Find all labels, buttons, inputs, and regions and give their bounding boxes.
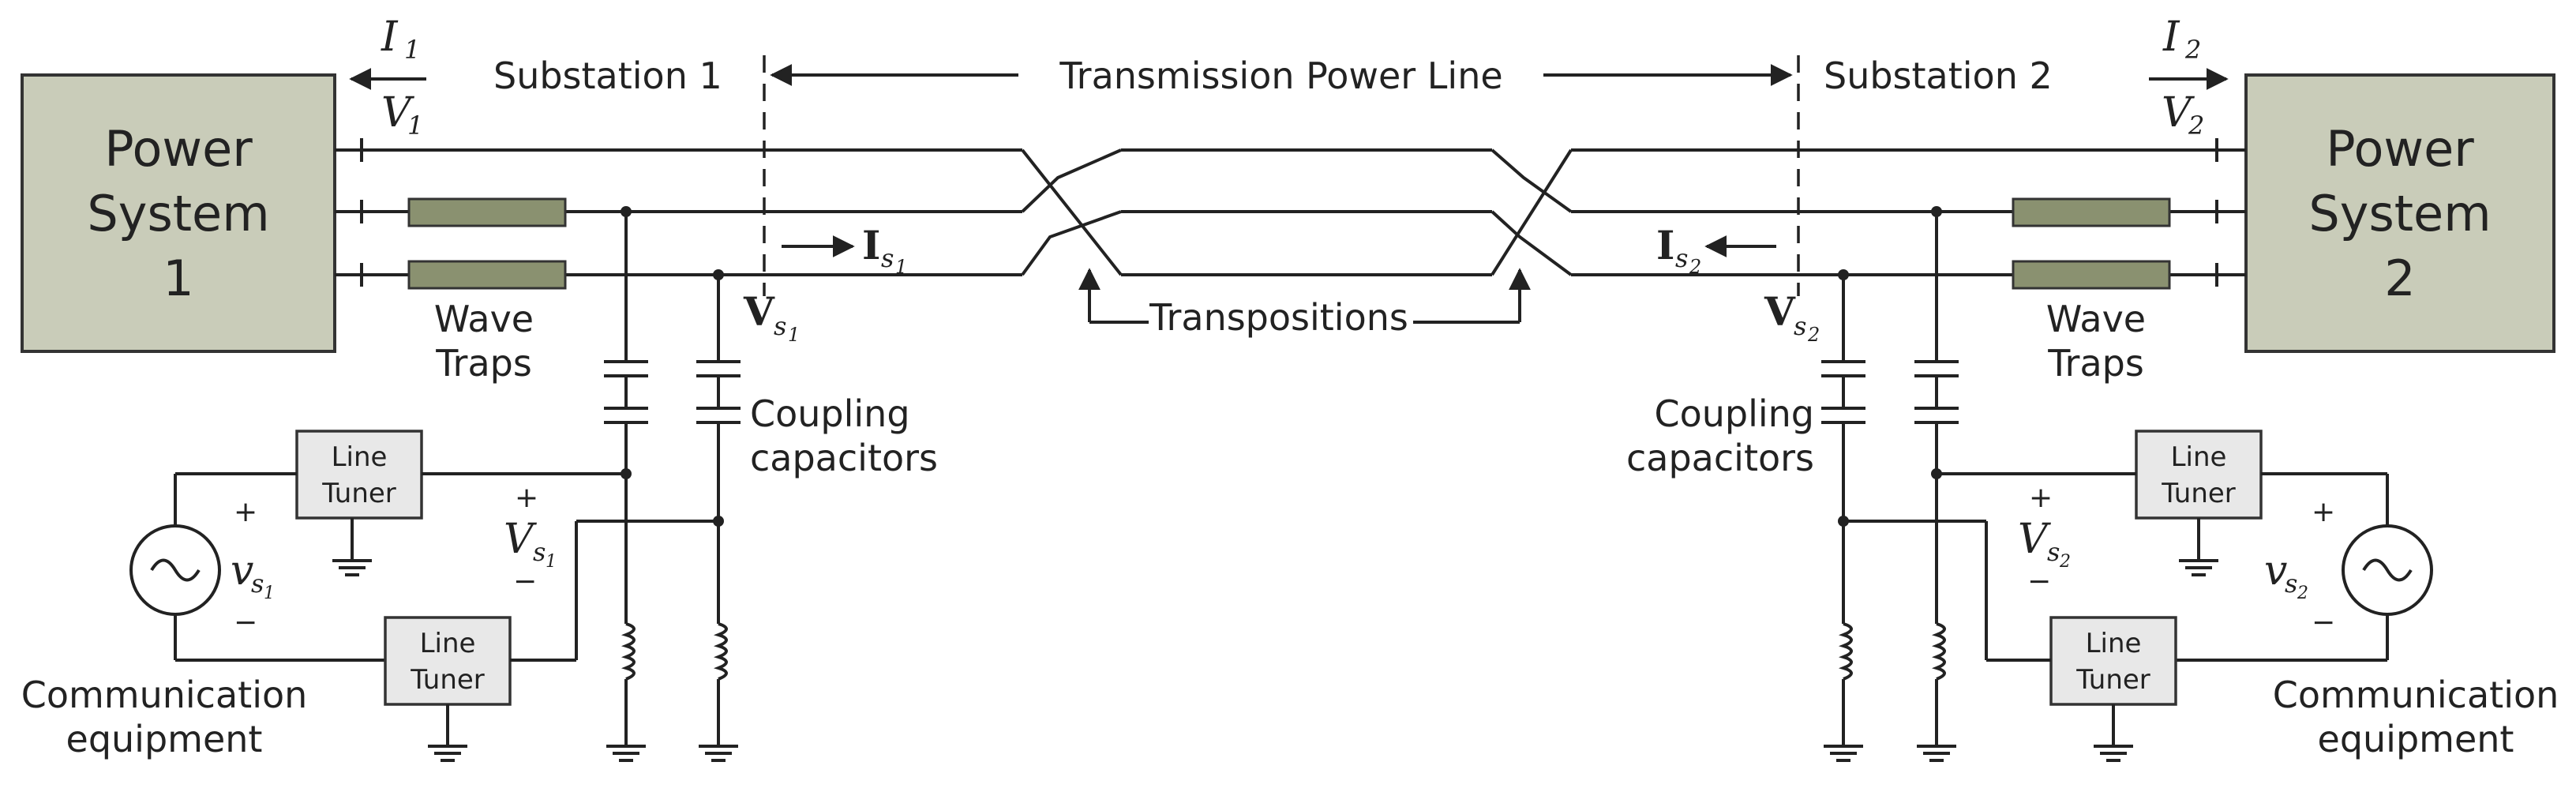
svg-text:v: v <box>231 547 253 595</box>
svg-text:1: 1 <box>788 324 800 346</box>
svg-text:V: V <box>1764 288 1796 335</box>
svg-text:Tuner: Tuner <box>2075 664 2150 696</box>
svg-text:s: s <box>251 569 264 599</box>
svg-text:capacitors: capacitors <box>750 437 938 479</box>
svg-text:s: s <box>2285 569 2297 599</box>
svg-text:−: − <box>234 606 257 639</box>
svg-text:I: I <box>381 13 399 61</box>
substation-2-label: Substation 2 <box>1824 54 2053 97</box>
svg-text:Communication: Communication <box>21 674 308 716</box>
svg-text:1: 1 <box>895 256 907 278</box>
svg-text:1: 1 <box>546 552 557 572</box>
svg-text:Wave: Wave <box>434 298 534 340</box>
svg-text:s: s <box>1675 243 1688 273</box>
svg-text:V: V <box>381 89 414 137</box>
svg-text:+: + <box>515 482 538 514</box>
svg-text:Line: Line <box>2171 441 2227 473</box>
svg-text:Communication: Communication <box>2273 674 2559 716</box>
svg-text:V: V <box>2162 89 2195 137</box>
svg-text:I: I <box>862 222 880 268</box>
coupling-network-left: Coupling capacitors <box>604 206 938 762</box>
svg-text:s: s <box>1794 311 1806 341</box>
current-voltage-1: I 1 V 1 <box>349 13 426 141</box>
communication-circuit-right: + − v s 2 + V s 2 − <box>1843 430 2433 762</box>
svg-text:Tuner: Tuner <box>2161 478 2236 509</box>
svg-text:Tuner: Tuner <box>410 664 485 696</box>
svg-text:s: s <box>533 537 546 567</box>
svg-text:s: s <box>774 311 786 341</box>
power-system-1-box: Power System 1 <box>21 73 336 353</box>
svg-text:Line: Line <box>2086 628 2142 659</box>
svg-text:−: − <box>513 565 537 598</box>
line-tuner-left-top: Line Tuner <box>321 441 396 509</box>
svg-text:equipment: equipment <box>66 718 263 760</box>
svg-text:Line: Line <box>420 628 476 659</box>
svg-text:V: V <box>743 288 775 335</box>
svg-text:Tuner: Tuner <box>321 478 396 509</box>
svg-text:Line: Line <box>332 441 388 473</box>
line-tuner-right-bottom: Line Tuner <box>2075 628 2150 696</box>
svg-text:2: 2 <box>2059 552 2071 572</box>
wave-traps-right: Wave Traps <box>2012 197 2171 385</box>
svg-text:Coupling: Coupling <box>750 392 910 435</box>
svg-text:V: V <box>2018 516 2051 563</box>
svg-text:2: 2 <box>1689 256 1701 278</box>
communication-circuit-left: + − v s 1 + V s 1 − <box>129 430 718 762</box>
transmission-conductors <box>335 138 2246 287</box>
svg-text:2: 2 <box>2297 584 2308 603</box>
svg-text:s: s <box>881 243 894 273</box>
svg-text:V: V <box>504 516 537 563</box>
transmission-line-label: Transmission Power Line <box>770 54 1793 97</box>
svg-text:v: v <box>2264 547 2287 595</box>
svg-text:−: − <box>2312 606 2335 639</box>
svg-text:Transmission Power Line: Transmission Power Line <box>1059 54 1502 97</box>
svg-text:+: + <box>2312 496 2335 528</box>
svg-text:2: 2 <box>2188 111 2204 141</box>
communication-equipment-left-label: Communication equipment <box>21 674 308 760</box>
svg-text:Power: Power <box>2326 120 2474 178</box>
svg-text:Transpositions: Transpositions <box>1149 296 1408 339</box>
svg-text:I: I <box>1656 222 1674 268</box>
substation-1-label: Substation 1 <box>493 54 722 97</box>
svg-text:1: 1 <box>163 250 193 307</box>
svg-text:capacitors: capacitors <box>1626 437 1814 479</box>
power-system-2-box: Power System 2 <box>2244 73 2555 353</box>
svg-text:I: I <box>2162 13 2180 61</box>
wave-traps-left: Wave Traps <box>407 197 567 385</box>
svg-text:+: + <box>2029 482 2053 514</box>
svg-text:equipment: equipment <box>2318 718 2514 760</box>
svg-text:2: 2 <box>2184 35 2201 65</box>
svg-text:Coupling: Coupling <box>1654 392 1814 435</box>
svg-text:−: − <box>2027 565 2051 598</box>
svg-text:Wave: Wave <box>2046 298 2146 340</box>
transpositions-label: Transpositions <box>1078 268 1531 339</box>
coupling-network-right: Coupling capacitors <box>1626 206 1959 762</box>
line-tuner-left-bottom: Line Tuner <box>410 628 485 696</box>
current-is1: I s 1 <box>782 222 907 278</box>
current-is2: I s 2 <box>1656 222 1776 278</box>
communication-equipment-right-label: Communication equipment <box>2273 674 2559 760</box>
svg-text:+: + <box>234 496 257 528</box>
svg-text:Traps: Traps <box>2047 342 2144 385</box>
svg-text:System: System <box>2308 185 2491 242</box>
svg-text:Traps: Traps <box>435 342 532 385</box>
svg-text:Power: Power <box>104 120 253 178</box>
svg-text:1: 1 <box>407 111 423 141</box>
voltage-vs1: V s 1 <box>743 288 800 346</box>
svg-text:2: 2 <box>1807 324 1820 346</box>
current-voltage-2: I 2 V 2 <box>2149 13 2229 141</box>
svg-text:2: 2 <box>2384 250 2415 307</box>
line-tuner-right-top: Line Tuner <box>2161 441 2236 509</box>
svg-text:s: s <box>2047 537 2060 567</box>
svg-text:1: 1 <box>264 584 275 603</box>
svg-text:System: System <box>87 185 269 242</box>
voltage-vs2: V s 2 <box>1764 288 1820 346</box>
svg-text:1: 1 <box>404 35 420 65</box>
